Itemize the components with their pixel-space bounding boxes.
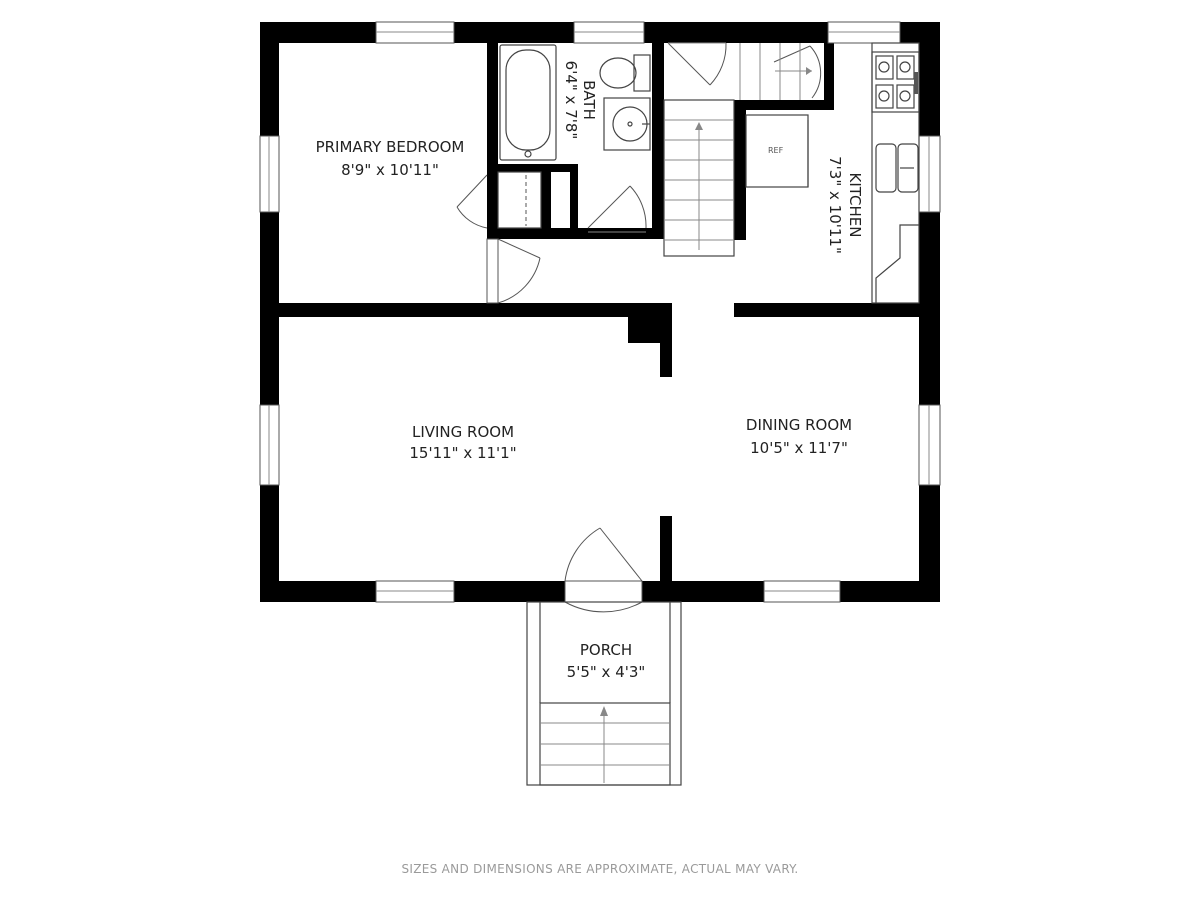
kitchen-dims: 7'3" x 10'11" — [826, 156, 844, 254]
porch-name: PORCH — [580, 641, 632, 659]
living-room-dims: 15'11" x 11'1" — [409, 444, 516, 462]
bathtub-icon — [499, 44, 557, 161]
disclaimer: SIZES AND DIMENSIONS ARE APPROXIMATE, AC… — [401, 862, 798, 876]
living-room-name: LIVING ROOM — [412, 423, 514, 441]
toilet-icon — [599, 54, 651, 92]
dining-room-dims: 10'5" x 11'7" — [750, 439, 848, 457]
bath-name: BATH — [580, 80, 598, 120]
kitchen-fixtures: REF — [745, 42, 920, 304]
stairs-arrow-icon — [695, 122, 703, 130]
dining-room-name: DINING ROOM — [746, 416, 852, 434]
room-labels: PRIMARY BEDROOM 8'9" x 10'11" BATH 6'4" … — [316, 61, 864, 681]
primary-bedroom-dims: 8'9" x 10'11" — [341, 161, 439, 179]
porch — [526, 601, 682, 786]
doors — [456, 42, 822, 613]
refrigerator-label: REF — [768, 146, 784, 155]
bath-fixtures — [497, 44, 651, 229]
stove-icon — [871, 51, 920, 113]
bath-dims: 6'4" x 7'8" — [562, 61, 580, 140]
porch-dims: 5'5" x 4'3" — [567, 663, 646, 681]
double-sink-icon — [875, 143, 919, 193]
windows — [259, 21, 941, 603]
kitchen-name: KITCHEN — [846, 173, 864, 238]
refrigerator: REF — [745, 114, 809, 188]
primary-bedroom-name: PRIMARY BEDROOM — [316, 138, 465, 156]
interior-stairs — [663, 43, 812, 257]
sink-icon — [603, 97, 651, 151]
interior-walls — [279, 43, 919, 602]
